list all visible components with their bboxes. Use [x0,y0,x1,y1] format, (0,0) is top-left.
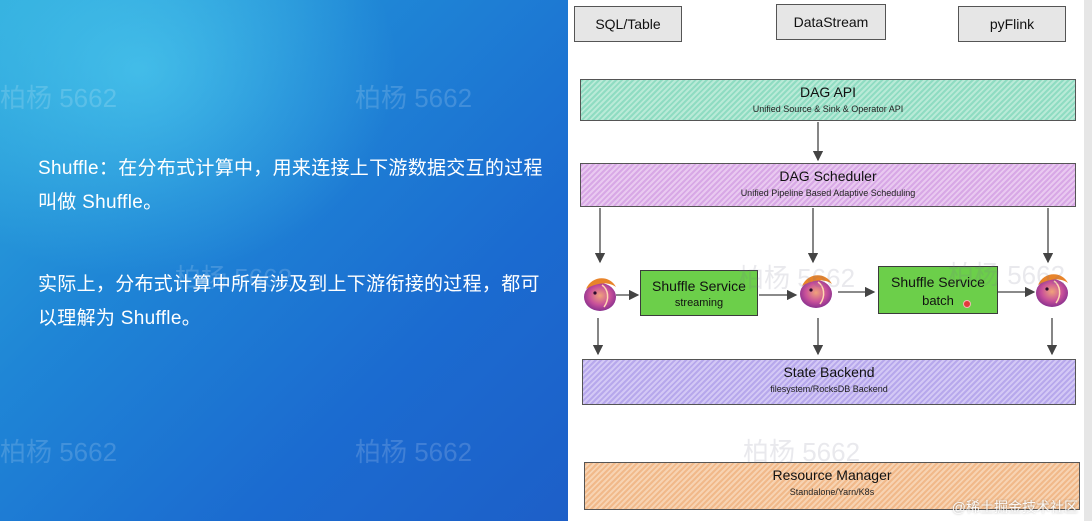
cursor-dot [963,300,971,308]
dag-scheduler-layer: DAG Scheduler Unified Pipeline Based Ada… [580,163,1076,207]
flink-squirrel-icon [1036,274,1068,307]
shuffle-batch-title: Shuffle Service [891,274,985,290]
state-backend-subtitle: filesystem/RocksDB Backend [770,384,888,394]
dag-scheduler-subtitle: Unified Pipeline Based Adaptive Scheduli… [740,188,916,198]
shuffle-service-streaming: Shuffle Service streaming [640,270,758,316]
flink-squirrel-icon [584,278,616,311]
api-datastream: DataStream [776,4,886,40]
api-pyflink: pyFlink [958,6,1066,42]
dag-scheduler-title: DAG Scheduler [779,168,877,184]
diagram-arrows [584,122,1068,356]
shuffle-service-batch: Shuffle Service batch [878,266,998,314]
dag-api-layer: DAG API Unified Source & Sink & Operator… [580,79,1076,121]
background-glow [0,0,400,280]
flink-squirrel-icon [800,275,832,308]
frame-edge [1084,0,1092,521]
dag-api-title: DAG API [799,84,857,100]
shuffle-streaming-subtitle: streaming [674,297,724,309]
state-backend-title: State Backend [783,364,875,380]
slide-text-panel: 柏杨 5662 柏杨 5662 柏杨 5662 柏杨 5662 柏杨 5662 … [0,0,568,521]
api-sql-table: SQL/Table [574,6,682,42]
watermark: 柏杨 5662 [0,437,118,467]
shuffle-definition-text: Shuffle：在分布式计算中，用来连接上下游数据交互的过程叫做 Shuffle… [38,158,543,213]
shuffle-streaming-title: Shuffle Service [652,278,746,294]
flink-architecture-diagram: SQL/Table DataStream pyFlink DAG API Uni… [568,0,1092,521]
shuffle-explanation-text: 实际上，分布式计算中所有涉及到上下游衔接的过程，都可以理解为 Shuffle。 [38,274,540,329]
source-credit: @稀土掘金技术社区 [951,499,1078,515]
resource-manager-title: Resource Manager [772,467,892,483]
shuffle-batch-subtitle: batch [922,293,954,308]
resource-manager-subtitle: Standalone/Yarn/K8s [789,487,875,497]
dag-api-subtitle: Unified Source & Sink & Operator API [752,104,904,114]
state-backend-layer: State Backend filesystem/RocksDB Backend [582,359,1076,405]
watermark: 柏杨 5662 [355,437,473,467]
resource-manager-layer: Resource Manager Standalone/Yarn/K8s [584,462,1080,510]
